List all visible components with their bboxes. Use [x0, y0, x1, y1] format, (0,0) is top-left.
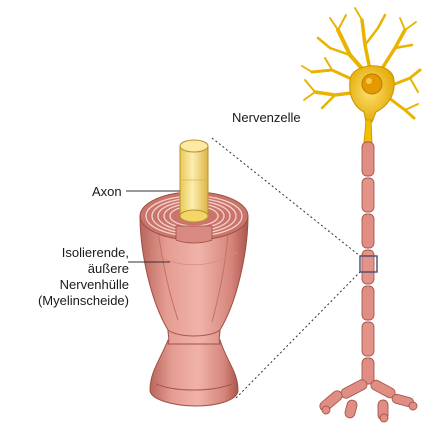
myelinated-axon [362, 142, 374, 384]
label-axon: Axon [92, 184, 122, 200]
label-sheath-line-1: Isolierende, [38, 245, 129, 261]
nucleus [362, 74, 382, 94]
node-of-ranvier [150, 340, 238, 406]
label-myelin-sheath: Isolierende, äußere Nervenhülle (Myelins… [38, 245, 129, 309]
axon-terminals [318, 378, 417, 422]
label-sheath-line-3: Nervenhülle [38, 277, 129, 293]
label-neuron: Nervenzelle [232, 110, 301, 126]
neuron [302, 8, 420, 422]
label-sheath-line-2: äußere [38, 261, 129, 277]
myelin-sheath-closeup [140, 140, 248, 406]
label-sheath-line-4: (Myelinscheide) [38, 293, 129, 309]
axon-core [180, 140, 208, 222]
